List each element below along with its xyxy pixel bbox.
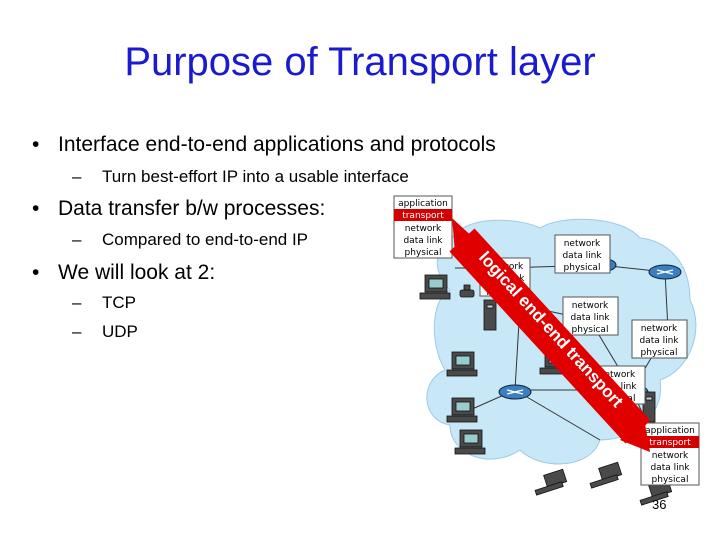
stack-layer-network: network xyxy=(641,324,678,334)
dash-marker: – xyxy=(72,322,82,341)
stack-layer-network: network xyxy=(599,370,636,380)
router-icon xyxy=(498,384,532,400)
router-protocol-stack: network data link physical xyxy=(631,319,688,359)
subbullet-best-effort: Turn best-effort IP into a usable interf… xyxy=(102,167,409,186)
bullet-look-at: We will look at 2: xyxy=(58,261,216,284)
router-protocol-stack: network data link physical xyxy=(554,234,611,274)
computer-icon xyxy=(454,429,486,455)
computer-icons xyxy=(419,274,673,506)
router-icon xyxy=(648,264,682,280)
bullet-marker: • xyxy=(32,133,40,156)
stack-layer-physical: physical xyxy=(564,263,601,273)
stack-layer-transport: transport xyxy=(649,438,691,448)
bullet-marker: • xyxy=(32,197,40,220)
stack-layer-application: application xyxy=(645,426,695,436)
router-protocol-stack: network data link physical xyxy=(562,296,619,336)
dash-marker: – xyxy=(72,230,82,249)
stack-layer-data-link: data link xyxy=(650,463,690,473)
server-icon xyxy=(642,391,656,423)
stack-layer-physical: physical xyxy=(652,475,689,485)
stack-layer-physical: physical xyxy=(572,325,609,335)
page-number: 36 xyxy=(652,497,667,512)
subbullet-tcp: TCP xyxy=(102,293,136,312)
stack-layer-data-link: data link xyxy=(570,313,610,323)
destination-protocol-stack: application transport network data link … xyxy=(640,422,700,486)
bullet-data-transfer: Data transfer b/w processes: xyxy=(58,197,326,220)
server-icon xyxy=(483,299,497,331)
bullet-marker: • xyxy=(32,261,40,284)
source-protocol-stack: application transport network data link … xyxy=(393,195,453,259)
computer-icon xyxy=(446,397,478,423)
stack-layer-network: network xyxy=(572,301,609,311)
laptop-icon xyxy=(534,468,568,496)
subbullet-udp: UDP xyxy=(102,322,138,341)
stack-layer-physical: physical xyxy=(405,248,442,258)
stack-layer-network: network xyxy=(405,224,442,234)
phone-icon xyxy=(459,284,475,298)
laptop-icon xyxy=(589,461,623,489)
computer-icon xyxy=(419,274,451,300)
subbullet-compared: Compared to end-to-end IP xyxy=(102,230,309,249)
bullet-interface: Interface end-to-end applications and pr… xyxy=(58,133,496,156)
stack-layer-network: network xyxy=(652,451,689,461)
stack-layer-application: application xyxy=(398,199,448,209)
stack-layer-data-link: data link xyxy=(639,336,679,346)
stack-layer-transport: transport xyxy=(402,211,444,221)
stack-layer-data-link: data link xyxy=(562,251,602,261)
stack-layer-physical: physical xyxy=(641,348,678,358)
computer-icon xyxy=(446,351,478,377)
slide-title: Purpose of Transport layer xyxy=(124,40,596,84)
stack-layer-network: network xyxy=(564,239,601,249)
stack-layer-data-link: data link xyxy=(403,236,443,246)
dash-marker: – xyxy=(72,167,82,186)
dash-marker: – xyxy=(72,293,82,312)
